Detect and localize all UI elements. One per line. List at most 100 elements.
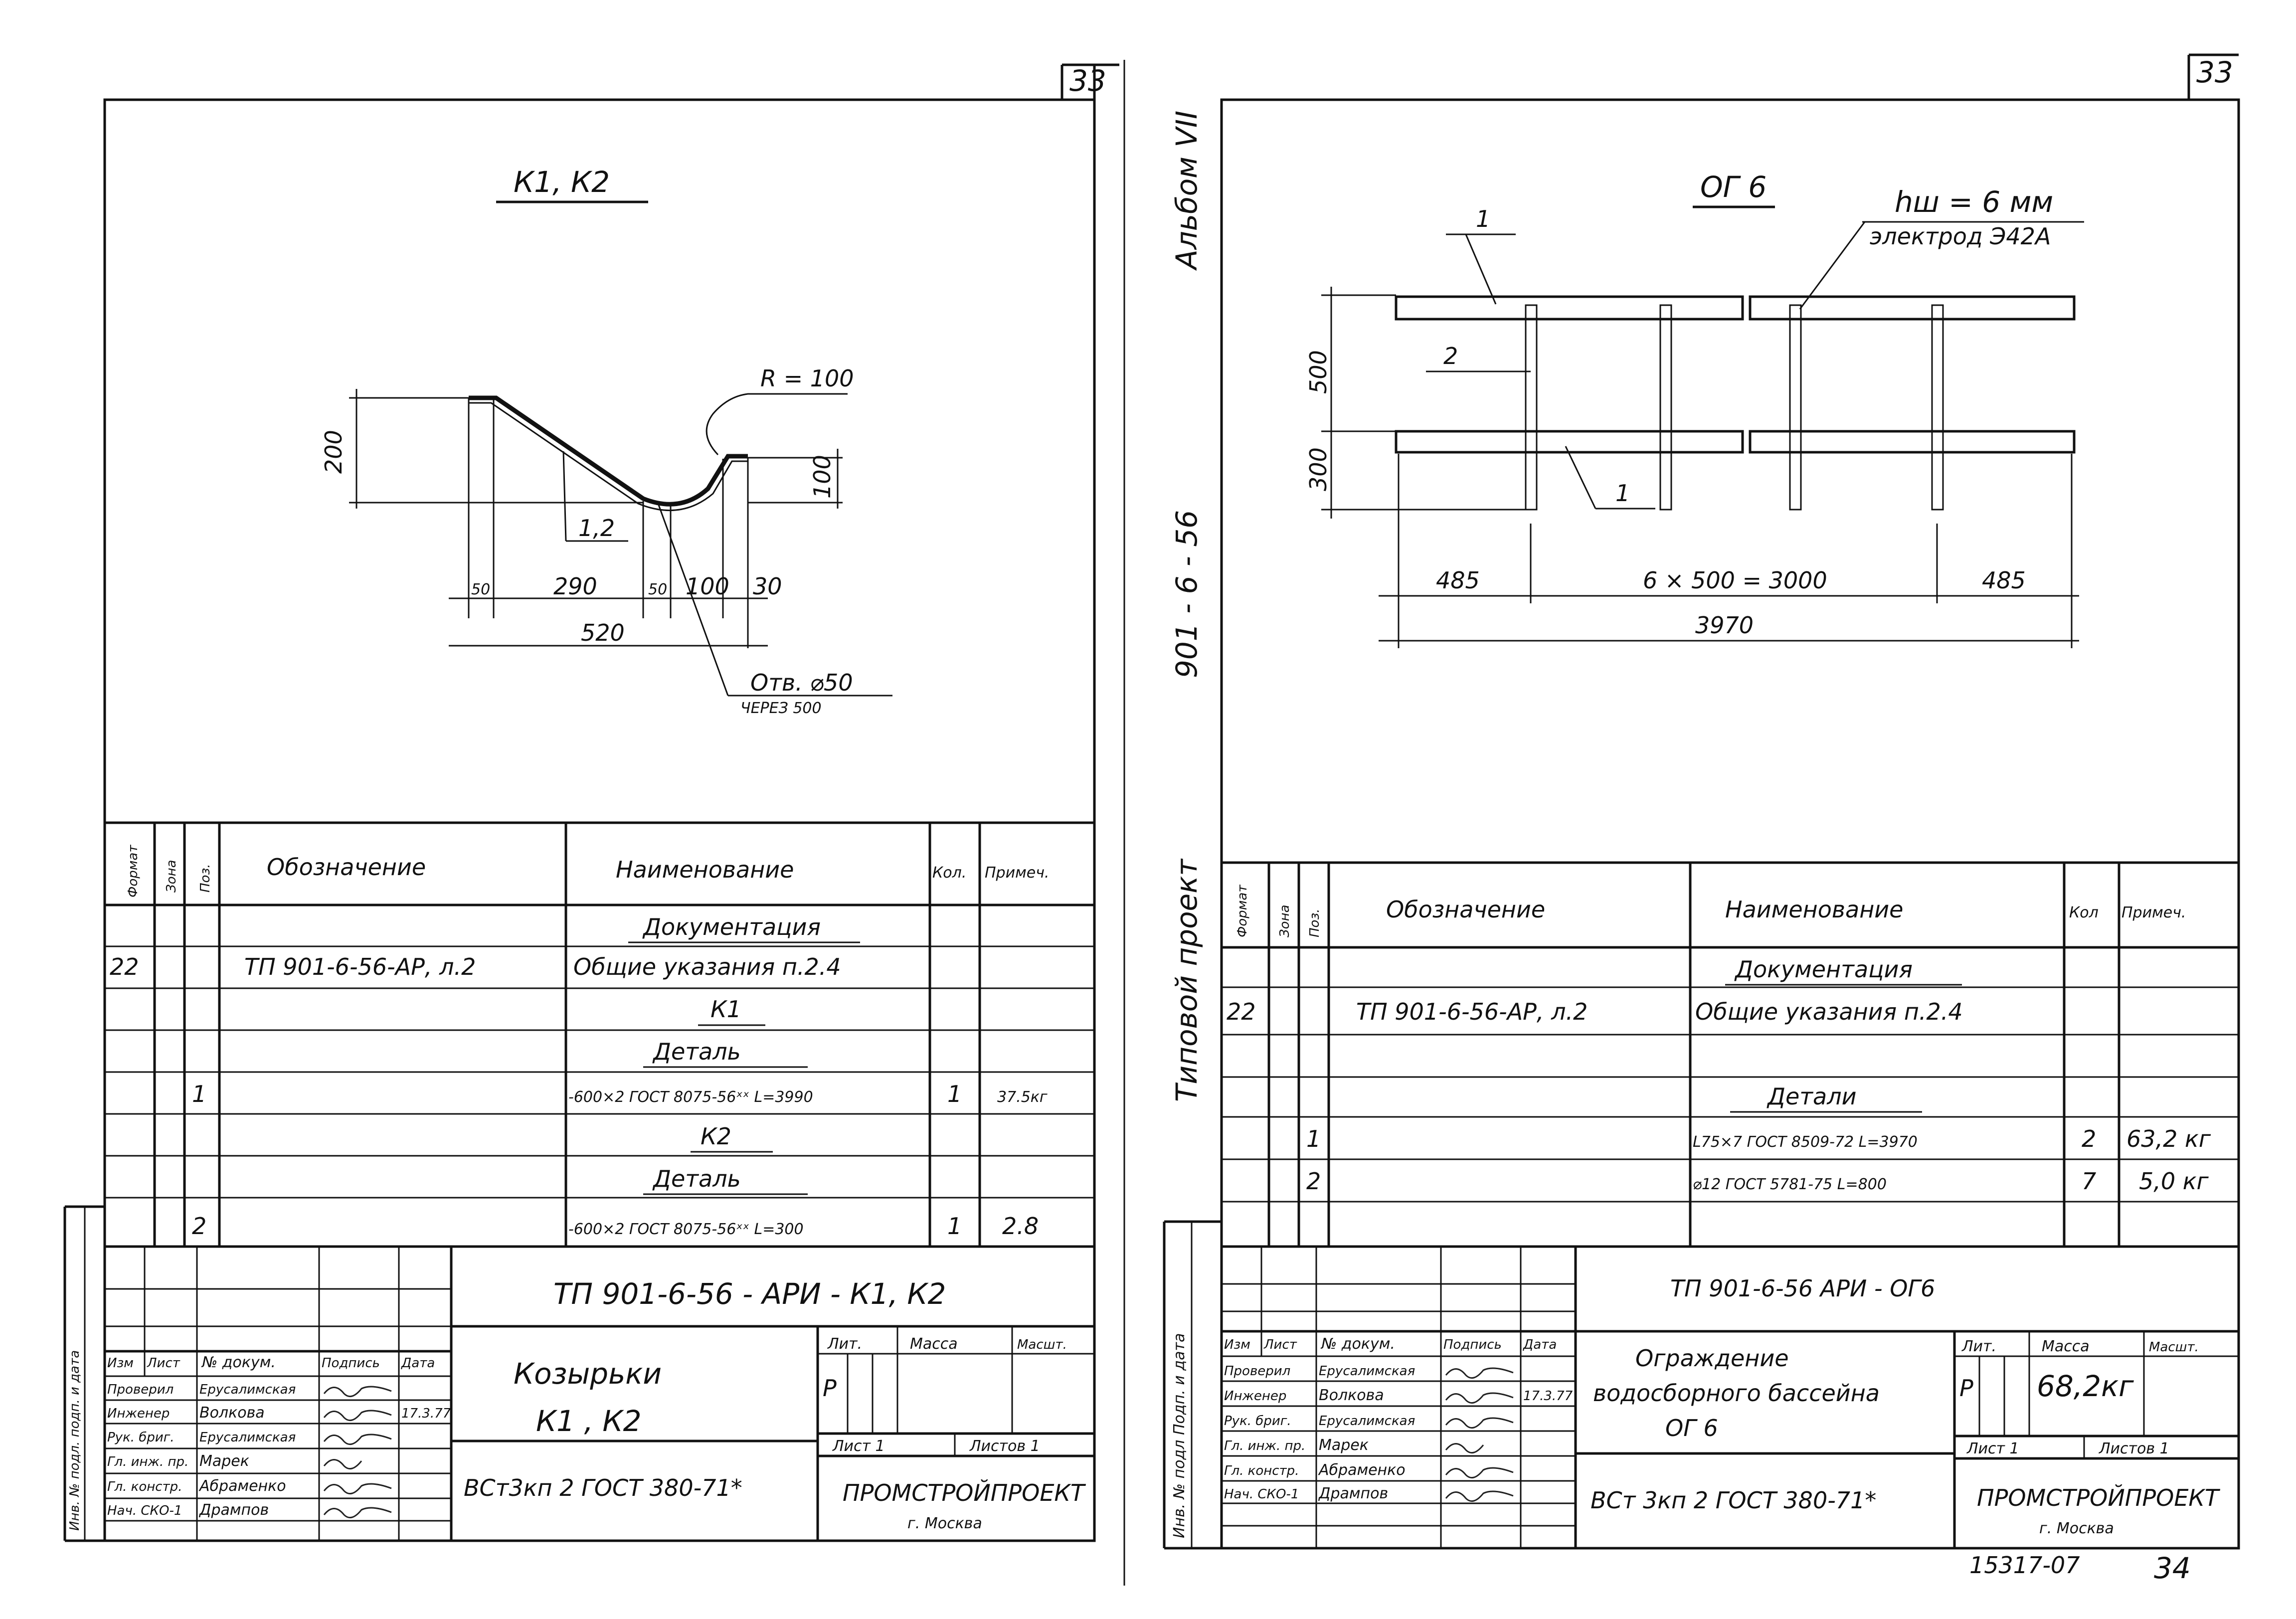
right-staff-1-date: 17.3.77 — [1523, 1389, 1573, 1404]
left-row-4-qty: 1 — [947, 1080, 962, 1107]
left-sheet-number: Лист 1 — [832, 1438, 885, 1455]
right-organization: ПРОМСТРОЙПРОЕКТ — [1977, 1484, 2221, 1511]
left-staff-1-name: Волкова — [199, 1404, 265, 1422]
right-stamp-data: Дата — [1523, 1337, 1557, 1352]
dim-200: 200 — [320, 430, 347, 474]
right-mass: 68,2кг — [2037, 1369, 2134, 1403]
left-stage: Р — [823, 1375, 837, 1402]
right-row-1-format: 22 — [1227, 998, 1256, 1025]
dim-middle: 6 × 500 = 3000 — [1643, 567, 1827, 594]
left-sheet: 33 К1, К2 200 100 R = 100 1,2 50 290 50 — [63, 63, 1119, 1542]
left-sheet-count: Листов 1 — [969, 1438, 1040, 1455]
right-staff-5-name: Дрампов — [1318, 1485, 1388, 1502]
left-row-3-name: Деталь — [652, 1038, 741, 1065]
right-stamp-izm: Изм — [1224, 1337, 1250, 1352]
right-staff-1-name: Волкова — [1319, 1387, 1384, 1404]
hole-label: Отв. ⌀50 — [750, 669, 853, 696]
right-row-4-name: L75×7 ГОСТ 8509-72 L=3970 — [1693, 1133, 1918, 1151]
right-staff-3-role: Гл. инж. пр. — [1224, 1439, 1305, 1453]
left-staff-0-name: Ерусалимская — [199, 1382, 296, 1397]
dim-total: 3970 — [1695, 612, 1754, 639]
right-header-zone: Зона — [1277, 904, 1292, 937]
left-sheet-frame — [103, 98, 1096, 1542]
left-staff-4-name: Абраменко — [198, 1477, 286, 1495]
right-row-4-qty: 2 — [2082, 1125, 2096, 1152]
right-stamp: Изм Лист № докум. Подпись Дата Проверил … — [1222, 1247, 2239, 1548]
right-staff-4-name: Абраменко — [1318, 1461, 1406, 1479]
left-staff-0-role: Проверил — [107, 1382, 174, 1397]
spine-project: 901 - 6 - 56 — [1170, 510, 1204, 678]
weld-label: hш = 6 мм — [1895, 185, 2053, 219]
pos-1-top: 1 — [1476, 205, 1490, 232]
right-sheet-count: Листов 1 — [2099, 1440, 2169, 1457]
spine-album: Альбом VII — [1170, 111, 1204, 271]
right-stamp-ndoc: № докум. — [1320, 1335, 1395, 1353]
left-staff-1-role: Инженер — [107, 1406, 170, 1421]
right-drawing-title: ОГ 6 — [1700, 170, 1766, 204]
right-row-3-name: Детали — [1766, 1083, 1857, 1110]
right-sheet: 33 Альбом VII 901 - 6 - 56 Типовой проек… — [1163, 53, 2240, 1585]
right-header-note: Примеч. — [2121, 904, 2186, 921]
dim-300-vertical: 300 — [1305, 447, 1332, 491]
dim-50-b: 50 — [648, 581, 667, 598]
left-staff-2-role: Рук. бриг. — [107, 1430, 175, 1445]
left-stamp-lit: Лит. — [827, 1335, 862, 1353]
right-staff-3-name: Марек — [1319, 1437, 1369, 1454]
right-header-designation: Обозначение — [1386, 896, 1545, 923]
electrode-label: электрод Э42А — [1870, 223, 2051, 250]
left-staff-5-name: Дрампов — [198, 1501, 269, 1519]
left-stamp-massa: Масса — [910, 1335, 958, 1353]
left-organization: ПРОМСТРОЙПРОЕКТ — [843, 1479, 1086, 1506]
right-row-1-designation: ТП 901-6-56-АР, л.2 — [1356, 998, 1588, 1025]
right-spec-table: Формат Зона Поз. Обозначение Наименовани… — [1222, 861, 2239, 1248]
right-doc-code: ТП 901-6-56 АРИ - ОГ6 — [1670, 1275, 1935, 1302]
left-row-1-designation: ТП 901-6-56-АР, л.2 — [244, 953, 476, 980]
right-staff-1-role: Инженер — [1224, 1389, 1286, 1404]
left-stamp-masht: Масшт. — [1017, 1337, 1067, 1352]
dim-485-right: 485 — [1982, 567, 2026, 594]
left-row-2-name: К1 — [710, 996, 741, 1023]
left-row-6-name: Деталь — [652, 1165, 741, 1192]
right-row-4-note: 63,2 кг — [2126, 1125, 2211, 1152]
left-row-5-name: К2 — [701, 1123, 731, 1150]
left-staff-3-role: Гл. инж. пр. — [107, 1454, 188, 1469]
right-header-pos: Поз. — [1307, 908, 1322, 937]
left-row-7-name: -600×2 ГОСТ 8075-56ˣˣ L=300 — [568, 1221, 804, 1238]
right-stamp-massa: Масса — [2042, 1338, 2090, 1355]
right-row-4-pos: 1 — [1306, 1125, 1321, 1152]
dim-485-left: 485 — [1436, 567, 1480, 594]
stamp-izm: Изм — [107, 1356, 134, 1371]
pos-1-bottom: 1 — [1615, 480, 1630, 507]
left-row-4-note: 37.5кг — [997, 1088, 1048, 1106]
dim-30: 30 — [753, 573, 782, 600]
right-row-0-name: Документация — [1734, 956, 1913, 983]
left-spec-table: Формат Зона Поз. Обозначение Наименовани… — [105, 821, 1094, 1248]
left-header-format: Формат — [126, 845, 141, 898]
left-header-note: Примеч. — [985, 864, 1049, 882]
left-staff-3-name: Марек — [199, 1452, 249, 1470]
spine-type: Типовой проект — [1170, 858, 1204, 1102]
stamp-podpis: Подпись — [322, 1356, 380, 1371]
left-row-4-pos: 1 — [192, 1080, 206, 1107]
left-row-7-note: 2.8 — [1002, 1213, 1039, 1240]
right-stamp-lit: Лит. — [1961, 1338, 1996, 1355]
right-header-format: Формат — [1235, 885, 1250, 937]
dim-100-b: 100 — [686, 573, 729, 600]
left-side-label: Инв. № подл. подп. и дата — [67, 1350, 82, 1531]
right-sheet-frame — [1220, 98, 2240, 1550]
canopy-profile: 200 100 R = 100 1,2 50 290 50 100 30 520… — [320, 365, 892, 717]
right-staff-2-role: Рук. бриг. — [1224, 1414, 1291, 1429]
right-stage: Р — [1959, 1375, 1973, 1402]
left-row-7-qty: 1 — [947, 1213, 962, 1240]
right-subtitle-2: ОГ 6 — [1665, 1415, 1718, 1441]
right-header-qty: Кол — [2069, 904, 2099, 921]
hole-pitch-label: ЧЕРЕЗ 500 — [740, 700, 822, 717]
right-page-number: 33 — [2196, 55, 2233, 89]
right-stamp-masht: Масшт. — [2149, 1340, 2199, 1355]
left-header-zone: Зона — [164, 860, 179, 893]
left-title: Козырьки — [514, 1357, 662, 1391]
left-header-qty: Кол. — [932, 864, 966, 882]
right-row-5-pos: 2 — [1306, 1168, 1321, 1195]
dim-50-a: 50 — [471, 581, 490, 598]
